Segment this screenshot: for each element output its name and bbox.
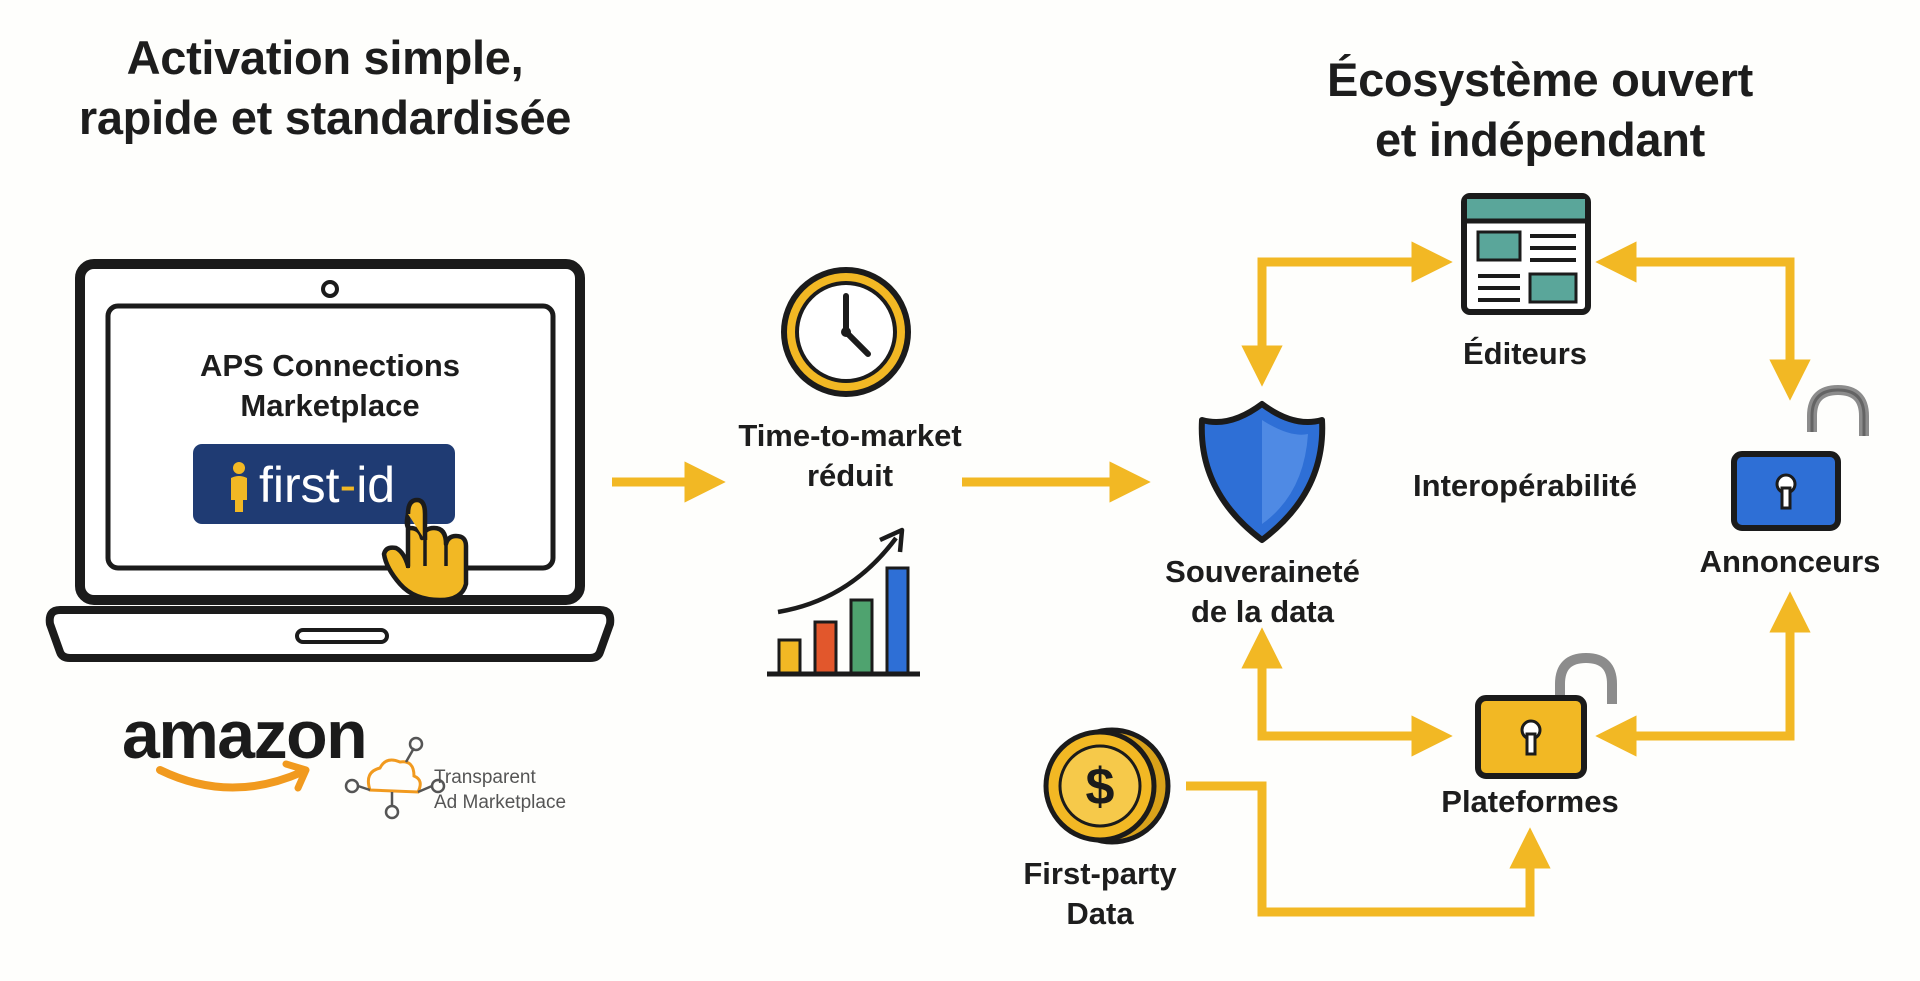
label-first-party: First-party Data — [980, 854, 1220, 934]
amazon-smile-icon — [156, 760, 310, 792]
laptop-title: APS Connections Marketplace — [130, 346, 530, 426]
label-interoperabilite: Interopérabilité — [1413, 468, 1637, 503]
first-id-button[interactable]: first-id — [193, 444, 455, 524]
first-id-label-dash: - — [340, 457, 357, 513]
pointing-hand-icon — [381, 497, 469, 603]
webpage-icon — [1461, 193, 1591, 315]
laptop-title-line2: Marketplace — [240, 388, 420, 423]
first-id-person-icon — [231, 462, 247, 512]
heading-left-line2: rapide et standardisée — [78, 91, 572, 144]
label-souverainete-line2: de la data — [1191, 594, 1334, 629]
amazon-wordmark: amazon — [122, 697, 366, 773]
arrow-souverainete-editeurs — [1241, 241, 1453, 387]
open-padlock-icon-blue — [1731, 384, 1869, 531]
label-annonceurs: Annonceurs — [1699, 544, 1881, 579]
heading-right-line1: Écosystème ouvert — [1327, 53, 1753, 106]
heading-right: Écosystème ouvert et indépendant — [1270, 50, 1810, 170]
heading-right-line2: et indépendant — [1374, 113, 1706, 166]
laptop-title-line1: APS Connections — [199, 348, 461, 383]
label-plateformes: Plateformes — [1441, 784, 1619, 819]
arrow-plateformes-annonceurs — [1595, 591, 1811, 757]
label-souverainete: Souveraineté de la data — [1120, 552, 1405, 632]
arrow-souverainete-plateformes — [1241, 627, 1453, 757]
amazon-logo: amazon — [122, 697, 368, 792]
shield-icon — [1198, 401, 1326, 543]
label-time-to-market-line1: Time-to-market — [738, 418, 962, 453]
label-editeurs: Éditeurs — [1462, 336, 1588, 371]
tam-line1: Transparent — [434, 767, 536, 788]
svg-text:first-id: first-id — [259, 457, 395, 513]
svg-text:$: $ — [1086, 758, 1115, 816]
label-first-party-line1: First-party — [1023, 856, 1177, 891]
arrow-firstparty-plateformes — [1186, 781, 1551, 917]
first-id-label-main: first — [259, 457, 340, 513]
tam-logo: Transparent Ad Marketplace — [344, 736, 566, 820]
cloud-network-icon — [344, 736, 446, 820]
label-first-party-line2: Data — [1066, 896, 1134, 931]
label-souverainete-line1: Souveraineté — [1165, 554, 1360, 589]
clock-icon — [781, 267, 911, 397]
heading-left-line1: Activation simple, — [126, 31, 524, 84]
ecosystem-arrows — [1186, 241, 1811, 917]
heading-left: Activation simple, rapide et standardisé… — [20, 28, 630, 148]
first-id-label-id: id — [356, 457, 395, 513]
arrow-editeurs-annonceurs — [1595, 241, 1811, 401]
open-padlock-icon-yellow — [1475, 652, 1617, 779]
bar-chart-growth-icon — [767, 527, 920, 677]
label-time-to-market-line2: réduit — [806, 458, 894, 493]
label-time-to-market: Time-to-market réduit — [700, 416, 1000, 496]
tam-line2: Ad Marketplace — [434, 792, 566, 813]
dollar-coin-icon: $ — [1043, 727, 1171, 845]
